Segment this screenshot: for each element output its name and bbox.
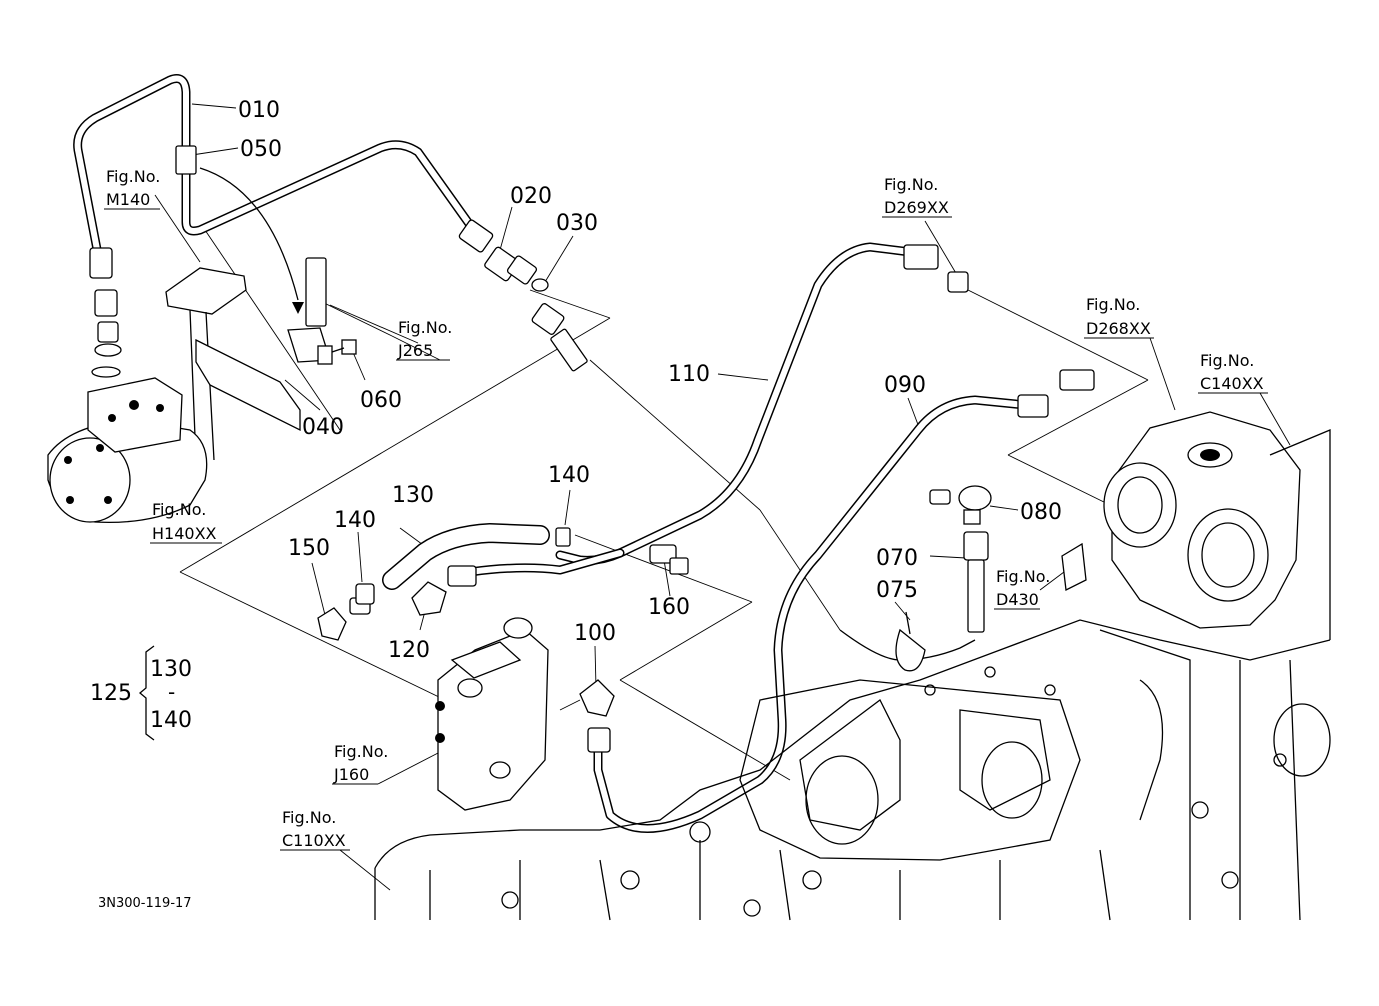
bracket-d430 [1061,542,1087,591]
callout-labels: 010 050 020 030 060 040 110 090 080 070 … [238,98,1062,663]
figure-references: Fig.No. M140 Fig.No. J265 Fig.No. H140XX… [104,167,1268,851]
callout-160: 160 [648,595,690,620]
hose-130 [382,522,550,590]
callout-030: 030 [556,211,598,236]
fig-ref-m140[interactable]: Fig.No. M140 [104,167,160,210]
steering-unit-h140xx [47,377,208,524]
arrow-head [292,302,304,314]
fig-ref-d269xx[interactable]: Fig.No. D269XX [882,175,952,218]
fig-ref-label: Fig.No. [996,567,1050,586]
bracket-m140 [165,267,301,463]
fig-ref-label: Fig.No. [106,167,160,186]
fitting-160-elbow [649,544,689,575]
fig-ref-code: M140 [106,190,150,209]
tie-075 [895,611,926,672]
wire-guide [199,167,299,301]
fitting-d269-nut [903,244,969,293]
clamp-080 [929,485,992,525]
sleeve-050 [175,145,197,175]
callout-060: 060 [360,388,402,413]
fitting-120-elbow [411,565,477,616]
callout-020: 020 [510,184,552,209]
group-from: 130 [150,657,192,682]
fitting-090-nut [1017,369,1095,418]
group-code: 125 [90,681,132,706]
fig-ref-c110xx[interactable]: Fig.No. C110XX [280,808,350,851]
callout-050: 050 [240,137,282,162]
bolt-060 [331,339,357,355]
elbow-100 [579,679,615,753]
pipe-110 [555,242,915,565]
fig-ref-j160[interactable]: Fig.No. J160 [332,742,388,785]
fitting-140-clamp-left [355,583,375,605]
fig-ref-label: Fig.No. [1200,351,1254,370]
control-valve-j160 [435,617,549,811]
callout-120: 120 [388,638,430,663]
group-dash: - [168,680,175,704]
callout-130: 130 [392,483,434,508]
pipe-070 [963,531,989,633]
group-to: 140 [150,708,192,733]
fittings-upper-left [89,247,122,378]
callout-150: 150 [288,536,330,561]
callout-010: 010 [238,98,280,123]
group-bracket-125: 125 130 - 140 [90,645,192,741]
clamp-040 [287,257,333,365]
fig-ref-label: Fig.No. [334,742,388,761]
callout-140-upper: 140 [548,463,590,488]
fig-ref-label: Fig.No. [282,808,336,827]
fig-ref-c140xx[interactable]: Fig.No. C140XX [1198,351,1268,394]
pipe-090 [593,395,1030,833]
fitting-150-elbow [317,597,371,641]
drawing-id: 3N300-119-17 [98,896,192,911]
fig-ref-code: D269XX [884,198,949,217]
fig-ref-label: Fig.No. [398,318,452,337]
transmission-case-c110xx [374,619,1331,921]
callout-080: 080 [1020,500,1062,525]
callout-100: 100 [574,621,616,646]
fig-ref-code: C140XX [1200,374,1264,393]
fig-ref-j265[interactable]: Fig.No. J265 [396,318,452,361]
fig-ref-d430[interactable]: Fig.No. D430 [994,567,1050,610]
fig-ref-code: C110XX [282,831,346,850]
fig-ref-code: J160 [333,765,369,784]
fig-ref-code: J265 [397,341,433,360]
fig-ref-d268xx[interactable]: Fig.No. D268XX [1084,295,1154,339]
fig-ref-h140xx[interactable]: Fig.No. H140XX [150,500,222,544]
fig-ref-label: Fig.No. [1086,295,1140,314]
fitting-140-nut [555,527,571,547]
callout-070: 070 [876,546,918,571]
adaptor-020 [458,219,549,292]
fig-ref-code: D430 [996,590,1039,609]
callout-140-left: 140 [334,508,376,533]
fig-ref-label: Fig.No. [884,175,938,194]
hydraulic-housing-d268xx [1103,411,1331,640]
fig-ref-code: D268XX [1086,319,1151,338]
callout-040: 040 [302,415,344,440]
callout-110: 110 [668,362,710,387]
fig-ref-code: H140XX [152,524,217,543]
callout-090: 090 [884,373,926,398]
pipe-130-steel [465,548,625,577]
fig-ref-label: Fig.No. [152,500,206,519]
callout-075: 075 [876,578,918,603]
fitting-030-stem [531,303,588,372]
